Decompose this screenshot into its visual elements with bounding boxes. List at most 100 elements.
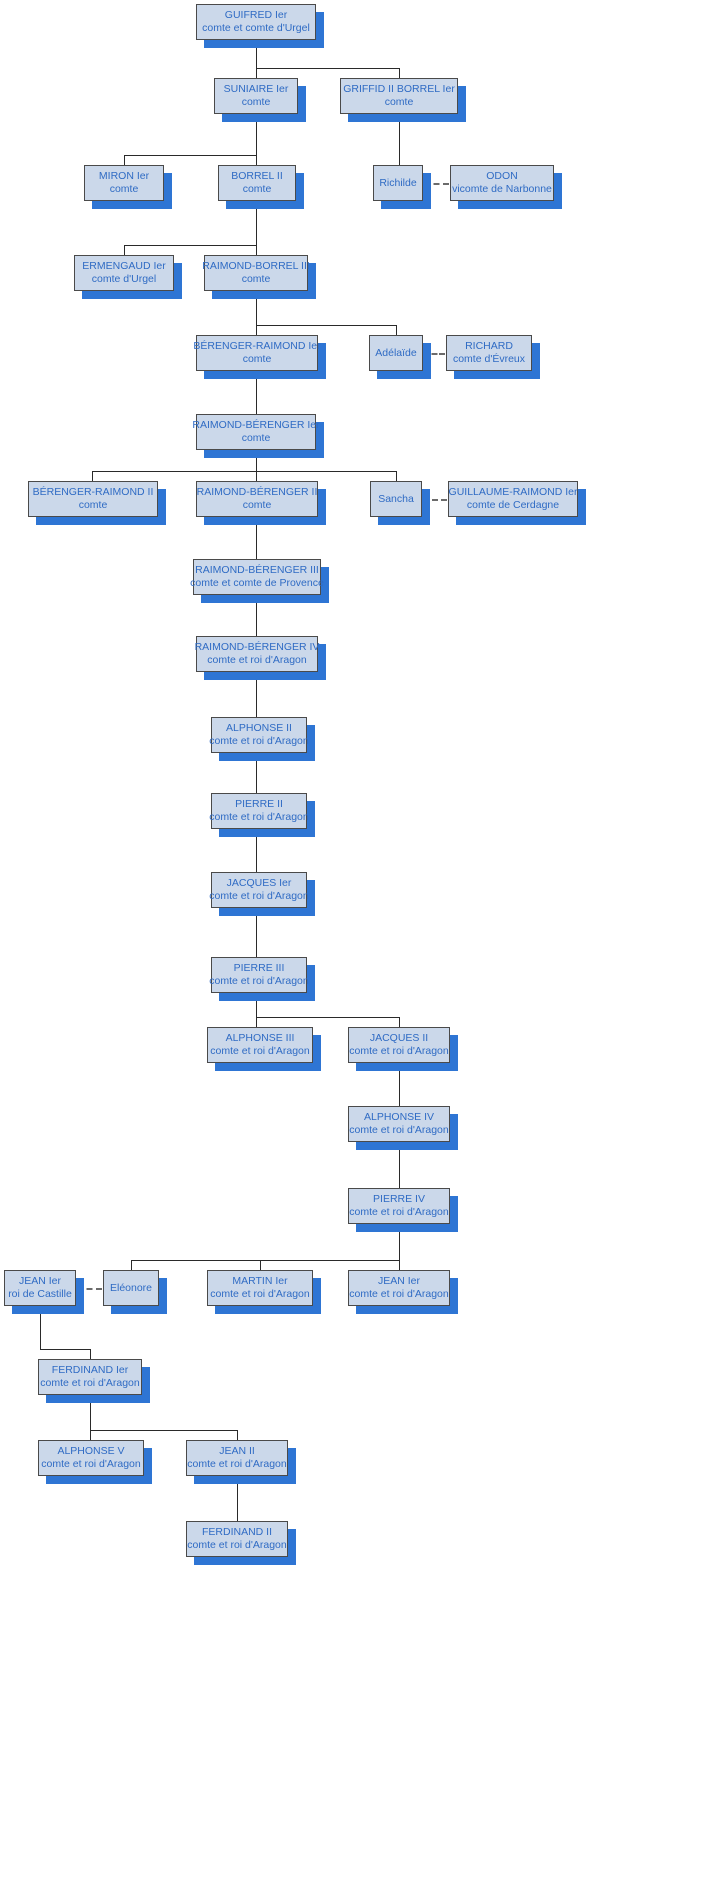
node-title: JEAN Ier xyxy=(18,1275,61,1288)
node-guifred1[interactable]: GUIFRED Ier comte et comte d'Urgel xyxy=(196,4,324,48)
node-title: Richilde xyxy=(379,176,417,189)
connector-vertical xyxy=(396,471,397,481)
connector-vertical xyxy=(399,1260,400,1270)
connector-vertical xyxy=(237,1476,238,1521)
node-berenger-raimond2[interactable]: BÉRENGER-RAIMOND II comte xyxy=(28,481,166,525)
connector-vertical xyxy=(399,1017,400,1027)
node-raimond-berenger1[interactable]: RAIMOND-BÉRENGER Ier comte xyxy=(192,414,324,458)
node-borrel2[interactable]: BORREL II comte xyxy=(218,165,304,209)
node-jean2[interactable]: JEAN II comte et roi d'Aragon xyxy=(186,1440,296,1484)
node-subtitle: comte et roi d'Aragon xyxy=(40,1377,140,1389)
node-eleonore[interactable]: Eléonore xyxy=(103,1270,167,1314)
node-alphonse4[interactable]: ALPHONSE IV comte et roi d'Aragon xyxy=(348,1106,458,1150)
node-title: GRIFFID II BORREL Ier xyxy=(343,83,455,96)
node-box: GUIFRED Ier comte et comte d'Urgel xyxy=(196,4,316,40)
node-alphonse5[interactable]: ALPHONSE V comte et roi d'Aragon xyxy=(38,1440,152,1484)
marriage-link-jean-eleonore xyxy=(77,1288,102,1290)
node-title: ALPHONSE II xyxy=(226,722,292,735)
node-title: PIERRE IV xyxy=(373,1193,425,1206)
node-title: Sancha xyxy=(378,492,414,505)
node-ferdinand2[interactable]: FERDINAND II comte et roi d'Aragon xyxy=(186,1521,296,1565)
node-box: PIERRE II comte et roi d'Aragon xyxy=(209,793,309,829)
node-alphonse2[interactable]: ALPHONSE II comte et roi d'Aragon xyxy=(209,717,315,761)
node-martin1[interactable]: MARTIN Ier comte et roi d'Aragon xyxy=(207,1270,321,1314)
node-raimond-berenger2[interactable]: RAIMOND-BÉRENGER II comte xyxy=(196,481,326,525)
marriage-link-richilde-odon xyxy=(424,183,449,185)
node-subtitle: comte et roi d'Aragon xyxy=(349,1206,449,1218)
node-ferdinand1[interactable]: FERDINAND Ier comte et roi d'Aragon xyxy=(38,1359,150,1403)
node-title: RAIMOND-BÉRENGER III xyxy=(195,564,319,577)
node-box: ERMENGAUD Ier comte d'Urgel xyxy=(74,255,174,291)
node-jacques1[interactable]: JACQUES Ier comte et roi d'Aragon xyxy=(209,872,315,916)
node-title: ERMENGAUD Ier xyxy=(82,260,166,273)
node-alphonse3[interactable]: ALPHONSE III comte et roi d'Aragon xyxy=(207,1027,321,1071)
marriage-link-sancha-guillaume xyxy=(423,499,447,501)
node-subtitle: comte et roi d'Aragon xyxy=(209,975,309,987)
node-ermengaud1[interactable]: ERMENGAUD Ier comte d'Urgel xyxy=(74,255,182,299)
node-box: Richilde xyxy=(373,165,423,201)
node-subtitle: comte et roi d'Aragon xyxy=(207,654,307,666)
connector-horizontal xyxy=(256,325,396,326)
node-jean1-castille[interactable]: JEAN Ier roi de Castille xyxy=(4,1270,84,1314)
node-box: ODON vicomte de Narbonne xyxy=(450,165,554,201)
node-title: RICHARD xyxy=(465,340,513,353)
node-odon[interactable]: ODON vicomte de Narbonne xyxy=(450,165,562,209)
connector-vertical xyxy=(399,68,400,78)
node-box: JACQUES Ier comte et roi d'Aragon xyxy=(209,872,309,908)
node-title: SUNIAIRE Ier xyxy=(223,83,289,96)
node-subtitle: comte et roi d'Aragon xyxy=(209,890,309,902)
connector-horizontal xyxy=(131,1260,400,1261)
node-subtitle: comte et roi d'Aragon xyxy=(187,1539,287,1551)
node-subtitle: comte et roi d'Aragon xyxy=(41,1458,141,1470)
node-subtitle: comte xyxy=(109,183,139,195)
node-box: ALPHONSE V comte et roi d'Aragon xyxy=(38,1440,144,1476)
node-pierre2[interactable]: PIERRE II comte et roi d'Aragon xyxy=(209,793,315,837)
node-sancha[interactable]: Sancha xyxy=(370,481,430,525)
node-box: RICHARD comte d'Évreux xyxy=(446,335,532,371)
marriage-link-adelaide-richard xyxy=(424,353,445,355)
connector-vertical xyxy=(256,201,257,245)
node-title: RAIMOND-BÉRENGER II xyxy=(196,486,318,499)
node-miron1[interactable]: MIRON Ier comte xyxy=(84,165,172,209)
node-griffid2-borrel1[interactable]: GRIFFID II BORREL Ier comte xyxy=(340,78,466,122)
node-title: MARTIN Ier xyxy=(232,1275,288,1288)
node-pierre3[interactable]: PIERRE III comte et roi d'Aragon xyxy=(209,957,315,1001)
node-title: RAIMOND-BÉRENGER IV xyxy=(194,641,320,654)
node-subtitle: comte et roi d'Aragon xyxy=(349,1288,449,1300)
node-adelaide[interactable]: Adélaïde xyxy=(369,335,431,379)
node-raimond-berenger3[interactable]: RAIMOND-BÉRENGER III comte et comte de P… xyxy=(190,559,329,603)
node-subtitle: comte et comte d'Urgel xyxy=(202,22,310,34)
node-box: RAIMOND-BÉRENGER Ier comte xyxy=(192,414,320,450)
connector-vertical xyxy=(256,68,257,78)
node-title: GUIFRED Ier xyxy=(224,9,288,22)
node-subtitle: comte et roi d'Aragon xyxy=(187,1458,287,1470)
connector-vertical xyxy=(256,291,257,325)
node-subtitle: comte xyxy=(241,432,271,444)
connector-vertical xyxy=(256,672,257,717)
connector-horizontal xyxy=(124,155,257,156)
node-richard[interactable]: RICHARD comte d'Évreux xyxy=(446,335,540,379)
node-raimond-berenger4[interactable]: RAIMOND-BÉRENGER IV comte et roi d'Arago… xyxy=(194,636,326,680)
node-jean1-aragon[interactable]: JEAN Ier comte et roi d'Aragon xyxy=(348,1270,458,1314)
node-box: RAIMOND-BÉRENGER IV comte et roi d'Arago… xyxy=(194,636,320,672)
node-subtitle: roi de Castille xyxy=(8,1288,72,1300)
node-box: ALPHONSE IV comte et roi d'Aragon xyxy=(348,1106,450,1142)
connector-vertical xyxy=(40,1306,41,1349)
node-title: Eléonore xyxy=(109,1281,153,1294)
node-box: JEAN Ier roi de Castille xyxy=(4,1270,76,1306)
node-raimond-borrel3[interactable]: RAIMOND-BORREL III comte xyxy=(202,255,316,299)
node-subtitle: comte et roi d'Aragon xyxy=(349,1124,449,1136)
node-jacques2[interactable]: JACQUES II comte et roi d'Aragon xyxy=(348,1027,458,1071)
node-subtitle: comte xyxy=(384,96,414,108)
node-guillaume-raimond1[interactable]: GUILLAUME-RAIMOND Ier comte de Cerdagne xyxy=(448,481,586,525)
node-suniaire1[interactable]: SUNIAIRE Ier comte xyxy=(214,78,306,122)
node-title: ALPHONSE IV xyxy=(363,1111,435,1124)
connector-vertical xyxy=(256,517,257,559)
connector-vertical xyxy=(256,114,257,155)
node-berenger-raimond1[interactable]: BÉRENGER-RAIMOND Ier comte xyxy=(193,335,326,379)
node-pierre4[interactable]: PIERRE IV comte et roi d'Aragon xyxy=(348,1188,458,1232)
connector-vertical xyxy=(256,471,257,481)
node-title: BÉRENGER-RAIMOND II xyxy=(32,486,154,499)
node-richilde[interactable]: Richilde xyxy=(373,165,431,209)
connector-vertical xyxy=(256,155,257,165)
